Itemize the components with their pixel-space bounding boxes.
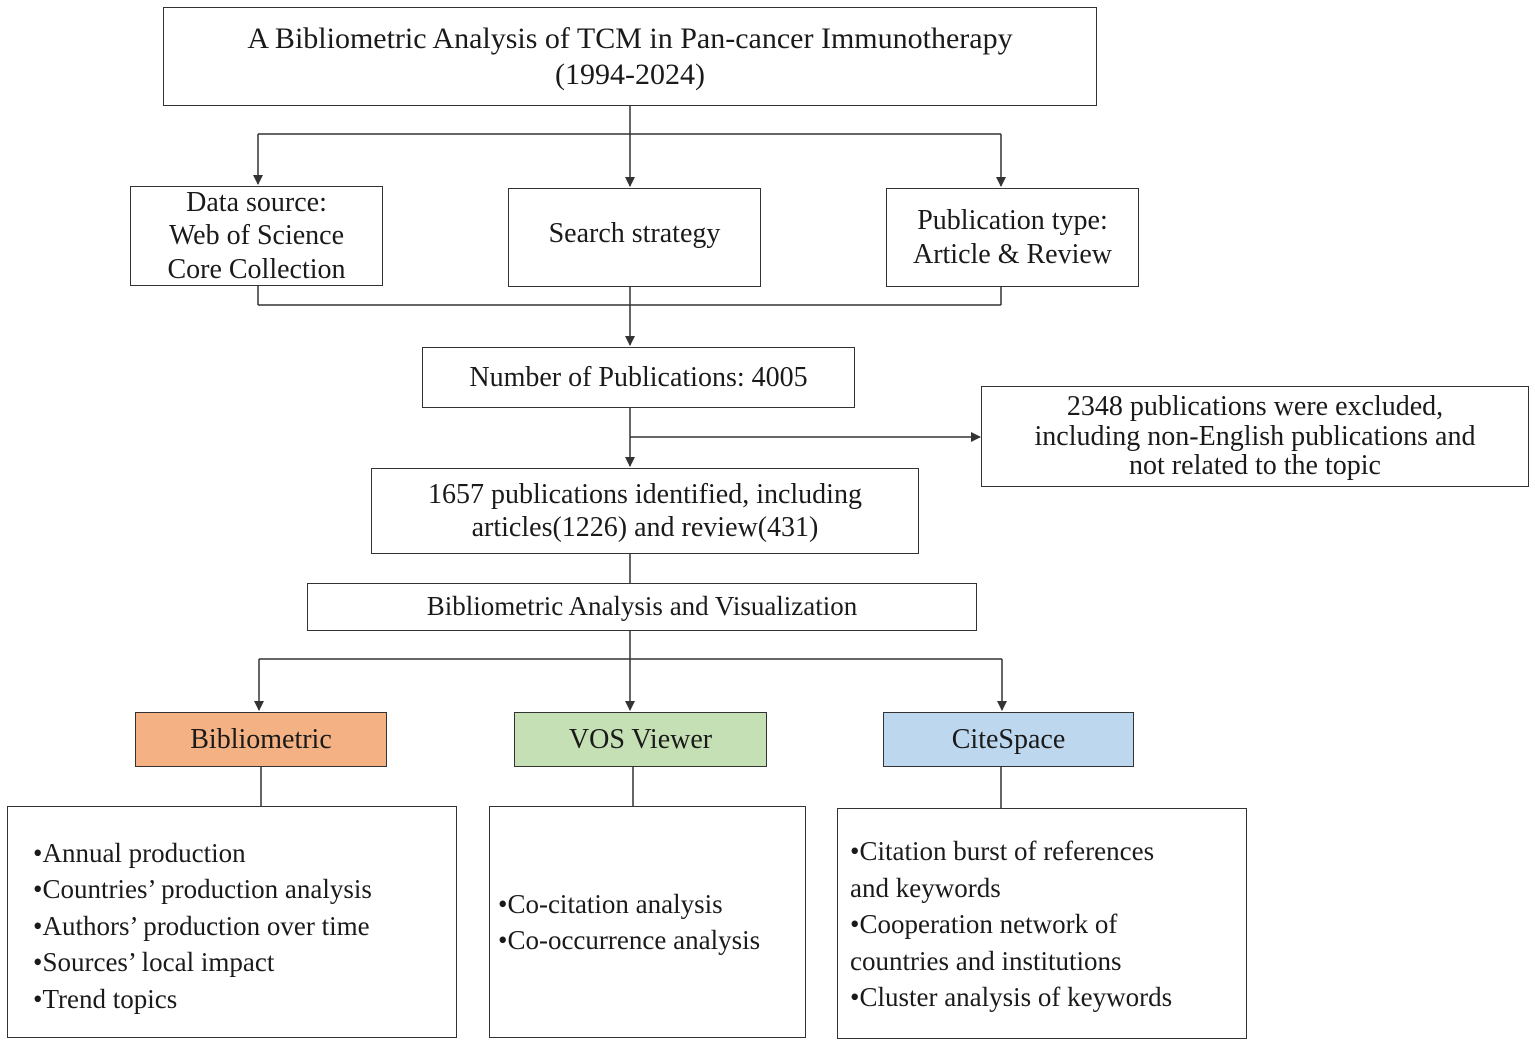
publication-type-line: Publication type: [917,205,1108,237]
citespace-output-box: •Citation burst of references and keywor… [837,808,1247,1039]
list-item: •Co-occurrence analysis [498,925,761,955]
tool-label: Bibliometric [190,723,332,755]
publication-type-line: Article & Review [912,238,1113,270]
data-source-box: Data source: Web of Science Core Collect… [130,186,383,286]
list-item: •Sources’ local impact [33,947,275,978]
tool-label: VOS Viewer [568,723,713,755]
excluded-line: not related to the topic [1129,450,1381,482]
list-item: •Co-citation analysis [498,888,723,919]
data-source-line: Core Collection [167,253,346,285]
title-line-2: (1994-2024) [555,57,705,91]
bibliometric-output-box: •Annual production •Countries’ productio… [7,806,457,1038]
list-item: •Countries’ production analysis [33,874,372,905]
publications-count-label: Number of Publications: 4005 [469,361,808,393]
data-source-line: Web of Science [169,220,344,252]
search-strategy-label: Search strategy [548,217,721,249]
search-strategy-box: Search strategy [508,188,761,287]
title-line-1: A Bibliometric Analysis of TCM in Pan-ca… [247,22,1013,56]
analysis-box: Bibliometric Analysis and Visualization [307,583,977,631]
identified-box: 1657 publications identified, including … [371,468,919,554]
publications-count-box: Number of Publications: 4005 [422,347,855,408]
list-item: countries and institutions [850,945,1122,976]
publication-type-box: Publication type: Article & Review [886,188,1139,287]
title-box: A Bibliometric Analysis of TCM in Pan-ca… [163,7,1097,106]
list-item: •Cluster analysis of keywords [850,982,1173,1013]
vosviewer-output-box: •Co-citation analysis •Co-occurrence ana… [489,806,806,1038]
tool-box-citespace: CiteSpace [883,712,1134,767]
data-source-line: Data source: [186,187,327,219]
list-item: •Authors’ production over time [33,910,370,941]
list-item: •Citation burst of references [850,836,1155,867]
list-item: •Annual production [33,837,246,868]
tool-label: CiteSpace [951,723,1066,755]
excluded-line: 2348 publications were excluded, [1066,391,1444,423]
list-item: •Cooperation network of [850,909,1118,940]
analysis-label: Bibliometric Analysis and Visualization [426,591,858,622]
excluded-box: 2348 publications were excluded, includi… [981,386,1529,487]
identified-line: 1657 publications identified, including [428,478,862,510]
excluded-line: including non-English publications and [1034,420,1476,452]
tool-box-vosviewer: VOS Viewer [514,712,767,767]
identified-line: articles(1226) and review(431) [471,512,819,543]
tool-box-bibliometric: Bibliometric [135,712,387,767]
list-item: •Trend topics [33,983,178,1014]
list-item: and keywords [850,872,1001,903]
